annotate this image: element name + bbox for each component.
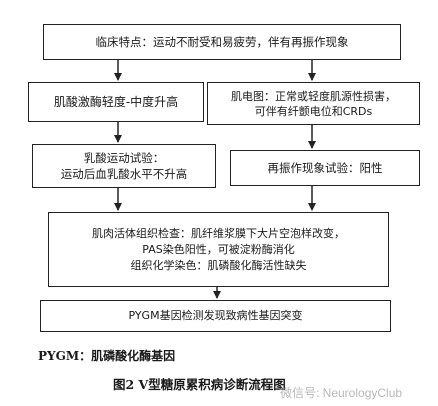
node-biopsy-line-2: PAS染色阳性，可被淀粉酶消化 xyxy=(142,242,295,256)
node-gene-line-1: PYGM基因检测发现致病性基因突变 xyxy=(128,309,303,322)
node-creatine-kinase: 肌酸激酶轻度-中度升高 xyxy=(28,82,204,122)
node-emg: 肌电图：正常或轻度肌源性损害， 可伴有纤颤电位和CRDs xyxy=(207,82,420,125)
figure-caption: 图2 V型糖原累积病诊断流程图 xyxy=(113,377,286,392)
node-clinical-line-1: 临床特点：运动不耐受和易疲劳，伴有再振作现象 xyxy=(95,35,349,49)
node-emg-line-1: 肌电图：正常或轻度肌源性损害， xyxy=(231,89,396,103)
node-lactate-line-2: 运动后血乳酸水平不升高 xyxy=(60,167,188,181)
watermark-text: 微信号: NeurologyClub xyxy=(280,386,403,400)
node-second-wind-test: 再振作现象试验：阳性 xyxy=(230,150,420,186)
abbreviation-footnote: PYGM：肌磷酸化酶基因 xyxy=(38,349,176,363)
node-clinical-features: 临床特点：运动不耐受和易疲劳，伴有再振作现象 xyxy=(43,24,401,60)
node-lactate-test: 乳酸运动试验： 运动后血乳酸水平不升高 xyxy=(32,144,216,188)
node-muscle-biopsy: 肌肉活体组织检查：肌纤维浆膜下大片空泡样改变， PAS染色阳性，可被淀粉酶消化 … xyxy=(48,212,389,287)
node-biopsy-line-1: 肌肉活体组织检查：肌纤维浆膜下大片空泡样改变， xyxy=(92,226,345,240)
node-second-wind-line-1: 再振作现象试验：阳性 xyxy=(267,161,383,175)
node-emg-line-2: 可伴有纤颤电位和CRDs xyxy=(254,104,373,118)
node-ck-line-1: 肌酸激酶轻度-中度升高 xyxy=(53,95,179,109)
node-lactate-line-1: 乳酸运动试验： xyxy=(83,151,165,165)
node-pygm-gene-test: PYGM基因检测发现致病性基因突变 xyxy=(40,300,391,332)
node-biopsy-line-3: 组织化学染色：肌磷酸化酶活性缺失 xyxy=(130,258,307,272)
